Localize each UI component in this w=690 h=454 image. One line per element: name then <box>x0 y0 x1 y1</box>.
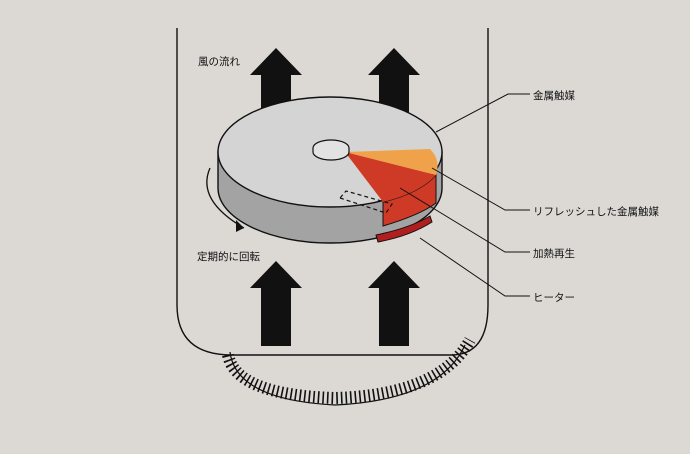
rotation-arrow-icon <box>206 167 245 229</box>
up-arrow-icon <box>368 261 420 346</box>
up-arrow-icon <box>250 261 302 346</box>
heater-dashed-outline <box>338 190 393 214</box>
heater-block <box>375 215 433 243</box>
metal-catalyst-label: 金属触媒 <box>533 90 575 102</box>
base-vents <box>222 336 476 406</box>
airflow-label: 風の流れ <box>198 56 240 68</box>
heater-label: ヒーター <box>533 292 575 304</box>
refreshed-catalyst-label: リフレッシュした金属触媒 <box>533 206 659 218</box>
periodic-rotation-label: 定期的に回転 <box>197 251 260 263</box>
refreshed-catalyst-wedge <box>345 149 438 175</box>
heat-regeneration-wedge <box>345 152 436 202</box>
heat-regeneration-label: 加熱再生 <box>533 248 575 260</box>
